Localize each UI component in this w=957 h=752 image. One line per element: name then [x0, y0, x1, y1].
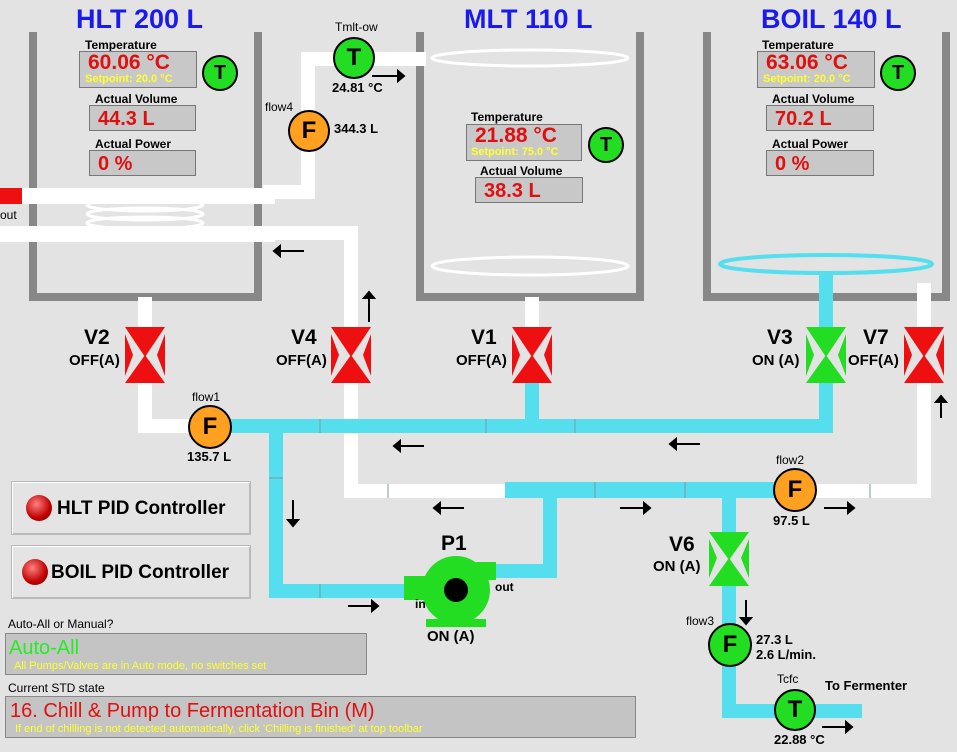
tmlt-sensor-value: 24.81 °C: [332, 80, 383, 95]
mlt-title: MLT 110 L: [464, 4, 593, 34]
hlt-volume-value: 44.3 L: [89, 105, 196, 131]
mode-label: Auto-All or Manual?: [8, 617, 114, 631]
flow1-name: flow1: [192, 390, 221, 404]
hlt-temp-value: 60.06 °C: [79, 51, 197, 88]
boil-title: BOIL 140 L: [761, 4, 902, 34]
valve-v7: [904, 327, 944, 383]
valve-v3-state[interactable]: ON (A): [752, 352, 800, 369]
mlt-sparge-ring: [430, 48, 630, 68]
valve-v4-state[interactable]: OFF(A): [276, 352, 327, 369]
tcfc-sensor-value: 22.88 °C: [774, 732, 825, 747]
flow3-name: flow3: [686, 614, 715, 628]
valve-v3: [806, 327, 846, 383]
valve-v3-name: V3: [767, 326, 793, 349]
mode-value: Auto-All: [9, 637, 80, 659]
to-fermenter-label: To Fermenter: [825, 678, 908, 693]
hlt-out-label: out: [0, 208, 17, 222]
mlt-temp-sensor-icon: T: [588, 127, 624, 163]
mlt-temp-value: 21.88 °C: [466, 124, 582, 161]
valve-v1-name: V1: [471, 326, 497, 349]
pump-out-label: out: [495, 580, 514, 594]
valve-v2: [125, 327, 165, 383]
valve-v2-name: V2: [84, 326, 110, 349]
std-note: If end of chilling is not detected autom…: [15, 723, 423, 735]
hlt-temp-sensor-icon: T: [202, 55, 238, 91]
mlt-volume-label: Actual Volume: [480, 164, 563, 178]
boil-volume-label: Actual Volume: [772, 92, 855, 106]
pump-in-label: in: [415, 597, 426, 611]
flow4-meter-icon: F: [288, 110, 330, 152]
std-box: 16. Chill & Pump to Fermentation Bin (M)…: [5, 696, 636, 738]
boil-temp-label: Temperature: [762, 38, 834, 52]
boil-temp-value: 63.06 °C: [757, 51, 875, 88]
mlt-setpoint: Setpoint: 75.0 °C: [471, 146, 559, 158]
tmlt-sensor-icon: T: [333, 37, 375, 79]
mode-note: All Pumps/Valves are in Auto mode, no sw…: [14, 660, 267, 672]
valve-v2-state[interactable]: OFF(A): [69, 352, 120, 369]
std-value: 16. Chill & Pump to Fermentation Bin (M): [10, 700, 375, 722]
hlt-temp-label: Temperature: [85, 38, 157, 52]
valve-v7-state[interactable]: OFF(A): [848, 352, 899, 369]
valve-v6-state[interactable]: ON (A): [653, 558, 701, 575]
valve-v6: [709, 532, 749, 586]
flow2-value: 97.5 L: [773, 513, 810, 528]
hlt-pid-button-label: HLT PID Controller: [57, 498, 226, 519]
boil-pid-led-icon: [22, 559, 48, 585]
std-label: Current STD state: [8, 681, 105, 695]
tcfc-sensor-icon: T: [774, 689, 816, 731]
flow1-meter-icon: F: [188, 405, 232, 449]
boil-setpoint: Setpoint: 20.0 °C: [763, 73, 851, 85]
boil-power-label: Actual Power: [772, 137, 849, 151]
hlt-title: HLT 200 L: [76, 4, 204, 34]
hlt-power-label: Actual Power: [95, 137, 172, 151]
valve-v1-state[interactable]: OFF(A): [456, 352, 507, 369]
valve-v6-name: V6: [669, 533, 695, 556]
flow1-value: 135.7 L: [187, 449, 232, 464]
valve-v7-name: V7: [863, 326, 889, 349]
flow4-value: 344.3 L: [334, 121, 379, 136]
flow3-meter-icon: F: [708, 623, 752, 667]
pump-p1: [404, 556, 496, 627]
flow2-meter-icon: F: [773, 468, 817, 512]
valve-v4-name: V4: [291, 326, 317, 349]
hlt-setpoint: Setpoint: 20.0 °C: [85, 73, 173, 85]
boil-temp-sensor-icon: T: [880, 55, 916, 91]
tmlt-sensor-name: Tmlt-ow: [335, 20, 378, 34]
valve-v1: [512, 327, 552, 383]
pump-p1-name: P1: [441, 532, 467, 555]
hlt-pid-led-icon: [26, 495, 52, 521]
flow4-name: flow4: [265, 100, 294, 114]
tcfc-sensor-name: Tcfc: [777, 672, 799, 686]
boil-power-value: 0 %: [766, 150, 874, 176]
mode-box: Auto-All All Pumps/Valves are in Auto mo…: [5, 633, 367, 675]
mlt-temp-label: Temperature: [471, 110, 543, 124]
flow3-value: 27.3 L: [756, 632, 793, 647]
hlt-pid-button[interactable]: HLT PID Controller: [11, 481, 251, 535]
boil-whirlpool-ring: [718, 253, 934, 275]
hlt-volume-label: Actual Volume: [95, 92, 178, 106]
pump-p1-state[interactable]: ON (A): [427, 628, 475, 645]
mlt-false-bottom: [430, 255, 630, 277]
flow3-rate: 2.6 L/min.: [756, 647, 816, 662]
valve-v4: [331, 327, 371, 383]
boil-pid-button-label: BOIL PID Controller: [51, 562, 230, 583]
mlt-volume-value: 38.3 L: [475, 177, 583, 203]
hlt-power-value: 0 %: [89, 150, 196, 176]
flow2-name: flow2: [776, 453, 805, 467]
boil-pid-button[interactable]: BOIL PID Controller: [11, 545, 251, 599]
boil-volume-value: 70.2 L: [766, 105, 874, 131]
